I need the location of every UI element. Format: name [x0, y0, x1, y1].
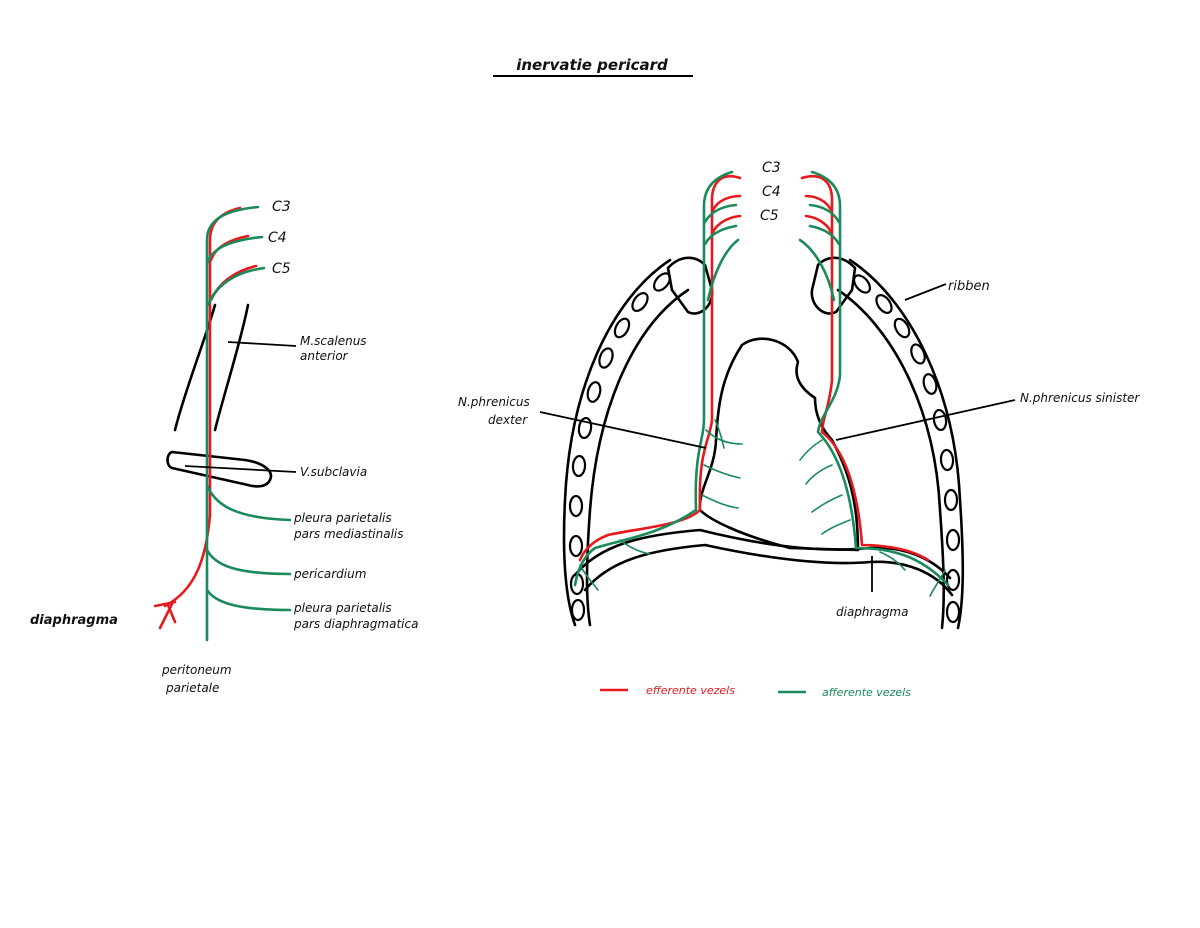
legend-efferent-label: efferente vezels [646, 684, 735, 697]
label-diaphragma-left: diaphragma [30, 613, 118, 628]
label-phrenicus-dexter: N.phrenicus [458, 395, 530, 409]
left-afferent-c4 [208, 237, 262, 262]
left-efferent-diaphragm [165, 515, 210, 606]
leader-phrenicus-dexter [540, 412, 706, 448]
left-afferent-pleura-med [207, 485, 290, 520]
rib-right-inner [838, 290, 944, 628]
rib-left-segments [570, 270, 673, 620]
clavicle-right [812, 258, 855, 314]
right-root-c3: C3 [762, 160, 781, 176]
label-peritoneum: peritoneum [161, 663, 232, 677]
legend: efferente vezels afferente vezels [600, 684, 911, 699]
right-efferent-sinister [802, 176, 928, 560]
leader-ribben [905, 284, 946, 300]
page-title: inervatie pericard [516, 56, 668, 74]
clavicle-left [668, 258, 712, 314]
left-afferent-pericardium [207, 550, 290, 574]
label-phrenicus-sinister: N.phrenicus sinister [1020, 391, 1140, 405]
label-phrenicus-dexter-2: dexter [488, 413, 528, 427]
label-subclavia: V.subclavia [300, 465, 367, 479]
right-root-c5: C5 [760, 208, 779, 224]
label-peritoneum-2: parietale [165, 681, 219, 695]
right-afferent-dexter [575, 172, 732, 585]
left-diagram: C3 C4 C5 M.scalenus anterior V.subclavia… [30, 199, 418, 695]
left-root-c3: C3 [272, 199, 291, 215]
label-scalenus-2: anterior [300, 349, 349, 363]
label-pleura-diaph-2: pars diaphragmatica [293, 617, 418, 631]
label-pleura-diaph: pleura parietalis [293, 601, 392, 615]
left-root-c4: C4 [268, 230, 287, 246]
leader-phrenicus-sinister [836, 400, 1015, 440]
label-pleura-med-2: pars mediastinalis [293, 527, 404, 541]
legend-afferent-label: afferente vezels [822, 686, 911, 699]
left-afferent-pleura-diaph [207, 590, 290, 610]
label-pleura-med: pleura parietalis [293, 511, 392, 525]
label-scalenus: M.scalenus [300, 334, 367, 348]
leader-subclavia [185, 466, 296, 472]
label-pericardium: pericardium [293, 567, 366, 581]
left-root-c5: C5 [272, 261, 291, 277]
pericardial-branches [580, 420, 945, 596]
scalenus-muscle-edge [215, 305, 248, 430]
right-diagram: C3 C4 C5 ribben N.phrenicus dexter N.phr… [458, 160, 1140, 628]
right-root-c4: C4 [762, 184, 781, 200]
label-diaphragma-right: diaphragma [836, 605, 908, 619]
label-ribben: ribben [948, 279, 990, 294]
